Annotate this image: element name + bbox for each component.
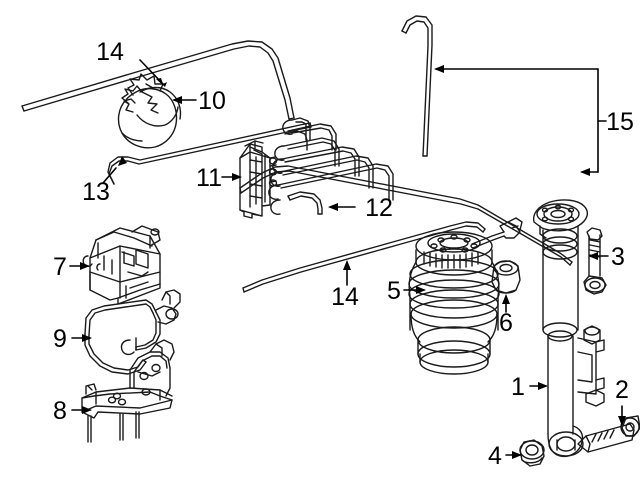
callout-14-lower: 14 (331, 283, 359, 311)
callout-labels: 14 10 13 11 12 14 15 7 9 8 5 6 3 1 2 4 (53, 38, 634, 470)
air-line-long-upper (21, 40, 295, 120)
compressor-support-frame (84, 289, 181, 375)
callout-12: 12 (365, 194, 393, 222)
flange-nut (519, 439, 545, 467)
air-line-bundle (268, 117, 394, 201)
callout-11: 11 (196, 164, 222, 192)
callout-13: 13 (82, 178, 110, 206)
leader-arrowheads (80, 65, 626, 459)
callout-14-upper: 14 (96, 38, 124, 66)
air-compressor-pump (82, 225, 161, 305)
shock-absorber-strut (532, 199, 605, 458)
callout-2: 2 (615, 376, 629, 404)
callout-10: 10 (198, 87, 226, 115)
air-dryer-reservoir (117, 73, 182, 149)
callout-4: 4 (488, 442, 502, 470)
bump-stop-bushing (491, 260, 521, 294)
callout-7: 7 (53, 253, 67, 281)
leader-13 (102, 167, 117, 184)
air-spring-bellows (408, 217, 523, 375)
callout-5: 5 (387, 277, 401, 305)
callout-9: 9 (53, 325, 67, 353)
compressor-mounting-bracket (81, 339, 175, 443)
callout-6: 6 (499, 309, 513, 337)
valve-block-connector (239, 140, 278, 219)
lower-mounting-bolt (577, 415, 640, 453)
air-line-short (270, 191, 323, 215)
callout-3: 3 (611, 243, 625, 271)
callout-1: 1 (511, 373, 525, 401)
callout-15: 15 (606, 108, 634, 136)
callout-8: 8 (53, 397, 67, 425)
